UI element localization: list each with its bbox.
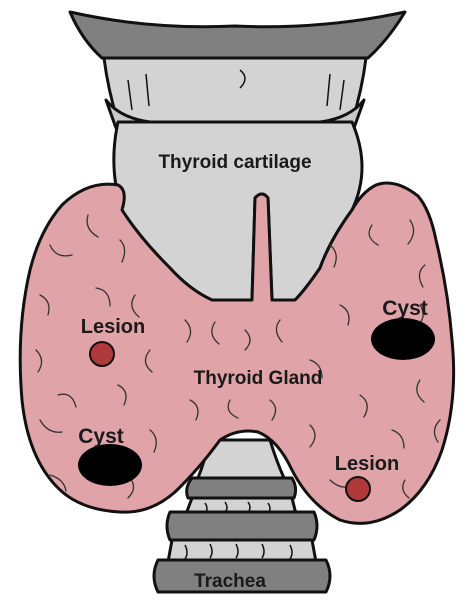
cartilage-neck	[104, 58, 366, 122]
cyst-right-mass	[371, 318, 435, 360]
lesion-right-dot	[346, 477, 370, 501]
trachea-ring-1	[187, 478, 296, 498]
label-thyroid-gland: Thyroid Gland	[194, 368, 323, 389]
label-cyst-left: Cyst	[78, 425, 124, 448]
label-cyst-right: Cyst	[382, 297, 428, 320]
label-lesion-left: Lesion	[81, 316, 145, 338]
label-trachea: Trachea	[194, 571, 266, 592]
cyst-left-mass	[78, 444, 142, 486]
trachea-ring-2	[167, 512, 317, 540]
label-thyroid-cartilage: Thyroid cartilage	[158, 152, 311, 173]
cartilage-top-bar	[70, 12, 405, 58]
label-lesion-right: Lesion	[335, 453, 399, 475]
lesion-left-dot	[90, 342, 114, 366]
